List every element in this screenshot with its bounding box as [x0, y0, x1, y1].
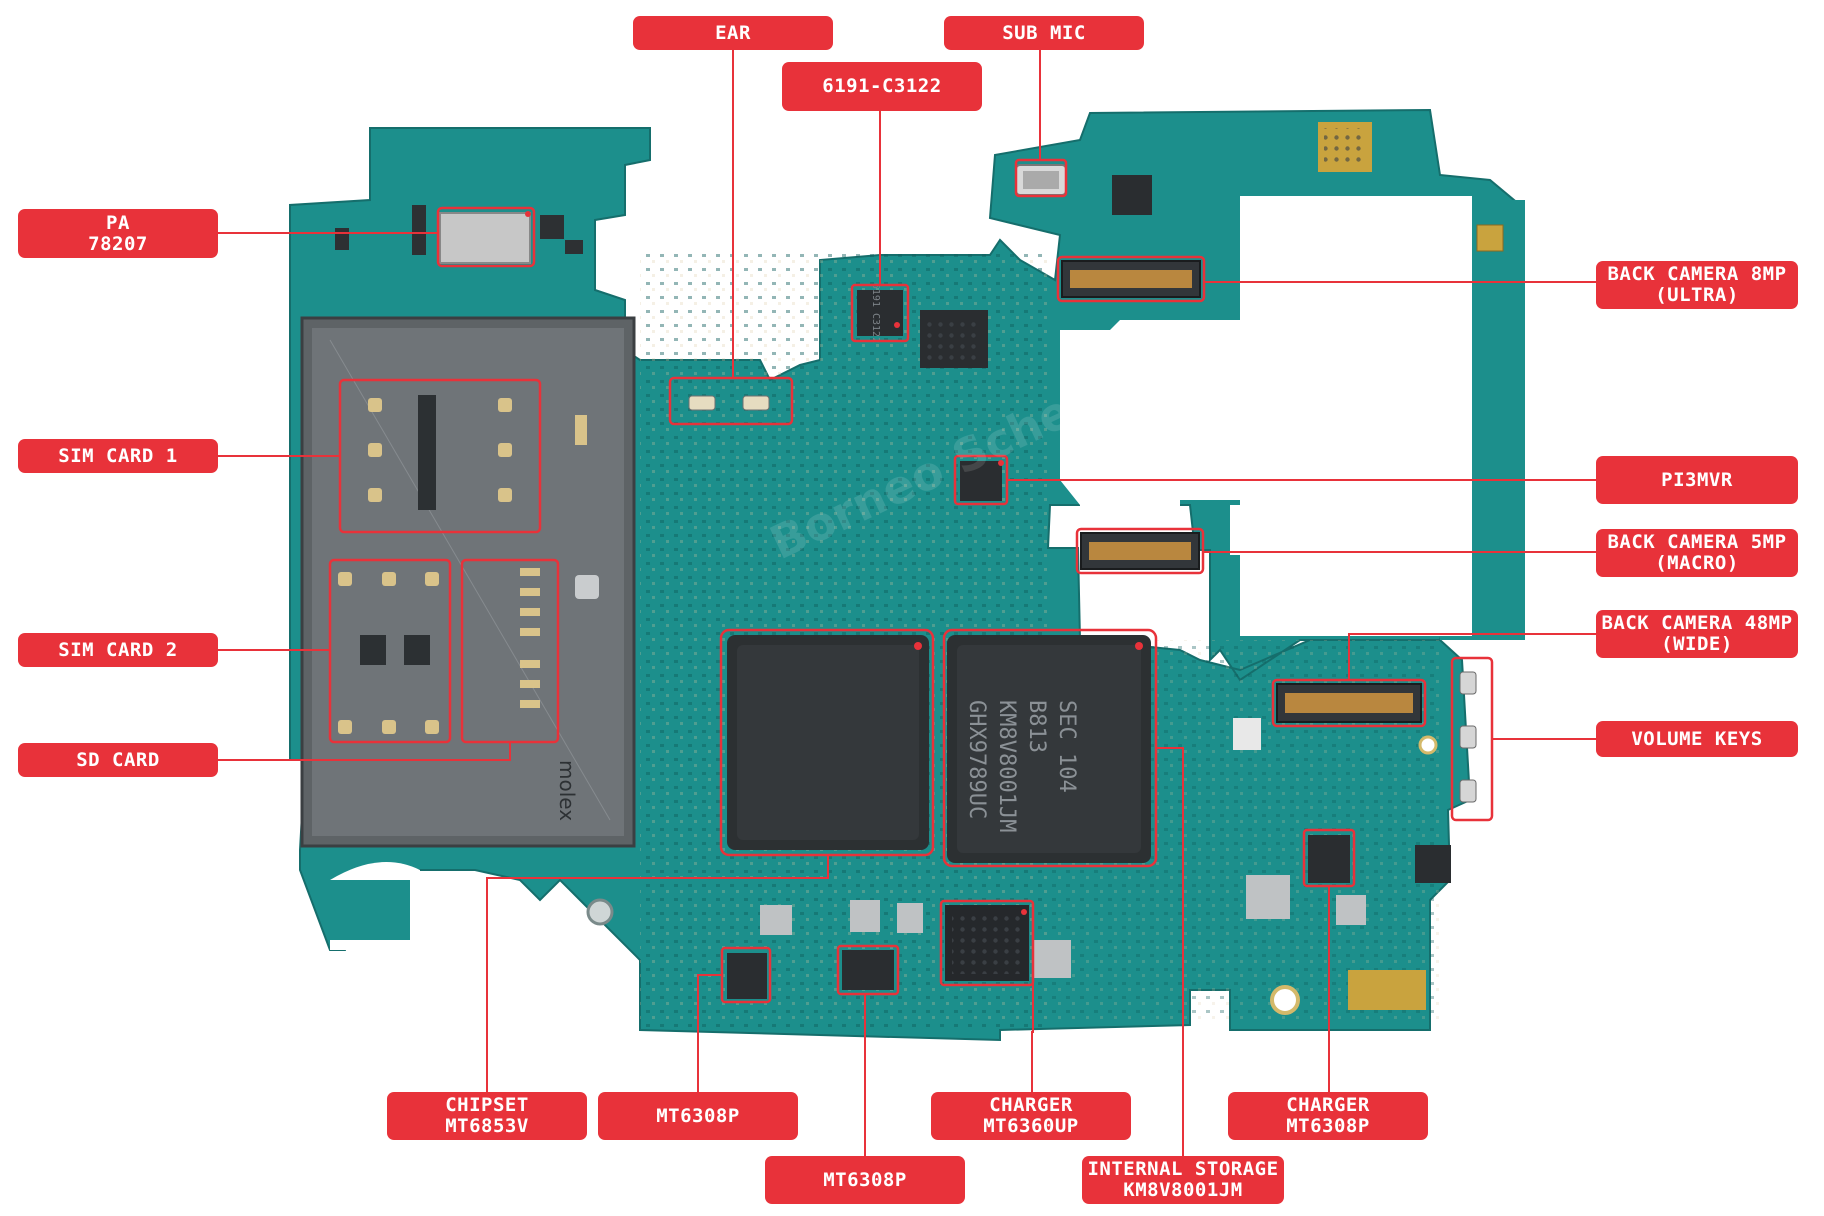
connector-brand: molex — [555, 760, 579, 821]
svg-text:SEC 104: SEC 104 — [1054, 700, 1079, 793]
label-sub-mic: SUB MIC — [944, 16, 1144, 50]
camera-connectors — [1061, 224, 1504, 803]
label-internal-storage: INTERNAL STORAGE KM8V8001JM — [1082, 1156, 1284, 1204]
label-back-camera-8mp: BACK CAMERA 8MP (ULTRA) — [1596, 261, 1798, 309]
label-back-camera-48mp: BACK CAMERA 48MP (WIDE) — [1596, 610, 1798, 658]
sim-sd-tray: molex — [300, 316, 636, 848]
leader-lines — [218, 50, 1596, 1156]
label-pa: PA 78207 — [18, 209, 218, 258]
main-chips: SEC 104 B813 KM8V8001JM GHX9789UC — [727, 635, 1451, 1010]
pa-component — [335, 205, 583, 264]
label-charger-mt6360up: CHARGER MT6360UP — [931, 1092, 1131, 1140]
highlight-boxes — [328, 158, 1494, 1004]
label-sim-card-2: SIM CARD 2 — [18, 633, 218, 667]
label-mt6308p-center: MT6308P — [765, 1156, 965, 1204]
label-sim-card-1: SIM CARD 1 — [18, 439, 218, 473]
svg-text:KM8V8001JM: KM8V8001JM — [994, 700, 1019, 832]
c3122-marking: 6191 C3122 — [870, 283, 881, 343]
label-charger-mt6308p: CHARGER MT6308P — [1228, 1092, 1428, 1140]
label-mt6308p-left: MT6308P — [598, 1092, 798, 1140]
svg-text:B813: B813 — [1024, 700, 1049, 753]
top-components: 6191 C3122 — [688, 122, 1372, 501]
svg-text:GHX9789UC: GHX9789UC — [964, 700, 989, 819]
label-6191-c3122: 6191-C3122 — [782, 62, 982, 111]
label-chipset: CHIPSET MT6853V — [387, 1092, 587, 1140]
label-ear: EAR — [633, 16, 833, 50]
label-volume-keys: VOLUME KEYS — [1596, 721, 1798, 757]
ram-marking: SEC 104 B813 KM8V8001JM GHX9789UC — [964, 700, 1079, 832]
label-back-camera-5mp: BACK CAMERA 5MP (MACRO) — [1596, 529, 1798, 577]
label-pi3mvr: PI3MVR — [1596, 456, 1798, 504]
label-sd-card: SD CARD — [18, 743, 218, 777]
